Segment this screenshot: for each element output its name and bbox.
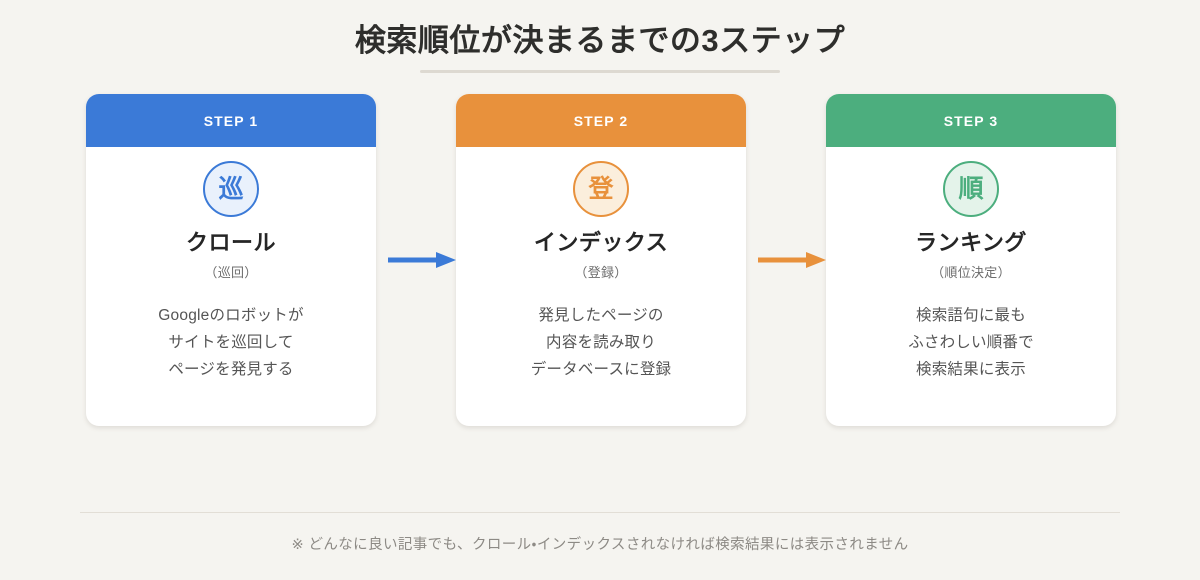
step-title-1: クロール [185,230,276,255]
steps-container: STEP 1 巡 クロール （巡回） Googleのロボットが サイトを巡回して… [86,94,1116,426]
footer-note: ※ どんなに良い記事でも、クロール・インデックスされなければ検索結果には表示され… [291,537,909,553]
footer-divider [80,512,1120,513]
step-card-1[interactable]: STEP 1 巡 クロール （巡回） Googleのロボットが サイトを巡回して… [86,94,376,426]
ranking-kanji-icon: 順 [943,161,999,217]
step-description-line: サイトを巡回して [168,333,294,351]
step-badge-1: STEP 1 [86,94,376,147]
step-description-line: Googleのロボットが [158,307,304,325]
step-card-body-2: 登 インデックス （登録） 発見したページの 内容を読み取り データベースに登録 [456,147,746,426]
step-title-2: インデックス [533,230,669,255]
step-description-line: 内容を読み取り [546,333,656,351]
step-description-line: ページを発見する [168,360,294,378]
step-description-2: 発見したページの 内容を読み取り データベースに登録 [531,303,672,383]
step-badge-3: STEP 3 [826,94,1116,147]
step-subtitle-2: （登録） [574,265,628,281]
step-title-3: ランキング [915,230,1027,255]
step-subtitle-3: （順位決定） [931,265,1011,281]
step-description-1: Googleのロボットが サイトを巡回して ページを発見する [158,303,303,383]
index-kanji-icon: 登 [573,161,629,217]
step-description-3: 検索語句に最も ふさわしい順番で 検索結果に表示 [908,303,1034,383]
crawl-kanji-icon: 巡 [203,161,259,217]
step-description-line: データベースに登録 [530,360,672,378]
arrow-step1-to-step2-icon [388,252,456,268]
step-card-body-1: 巡 クロール （巡回） Googleのロボットが サイトを巡回して ページを発見… [86,147,376,426]
step-subtitle-1: （巡回） [204,265,258,281]
step-card-2[interactable]: STEP 2 登 インデックス （登録） 発見したページの 内容を読み取り デー… [456,94,746,426]
step-description-line: 検索結果に表示 [916,360,1026,378]
step-badge-2: STEP 2 [456,94,746,147]
step-card-3[interactable]: STEP 3 順 ランキング （順位決定） 検索語句に最も ふさわしい順番で 検… [826,94,1116,426]
step-description-line: ふさわしい順番で [908,333,1034,351]
page-title: 検索順位が決まるまでの3ステップ [354,23,846,58]
title-underline [420,70,780,74]
step-description-line: 検索語句に最も [916,307,1026,325]
arrow-step2-to-step3-icon [758,252,826,268]
page-title-block: 検索順位が決まるまでの3ステップ [0,22,1200,74]
step-description-line: 発見したページの [538,307,664,325]
step-card-body-3: 順 ランキング （順位決定） 検索語句に最も ふさわしい順番で 検索結果に表示 [826,147,1116,426]
